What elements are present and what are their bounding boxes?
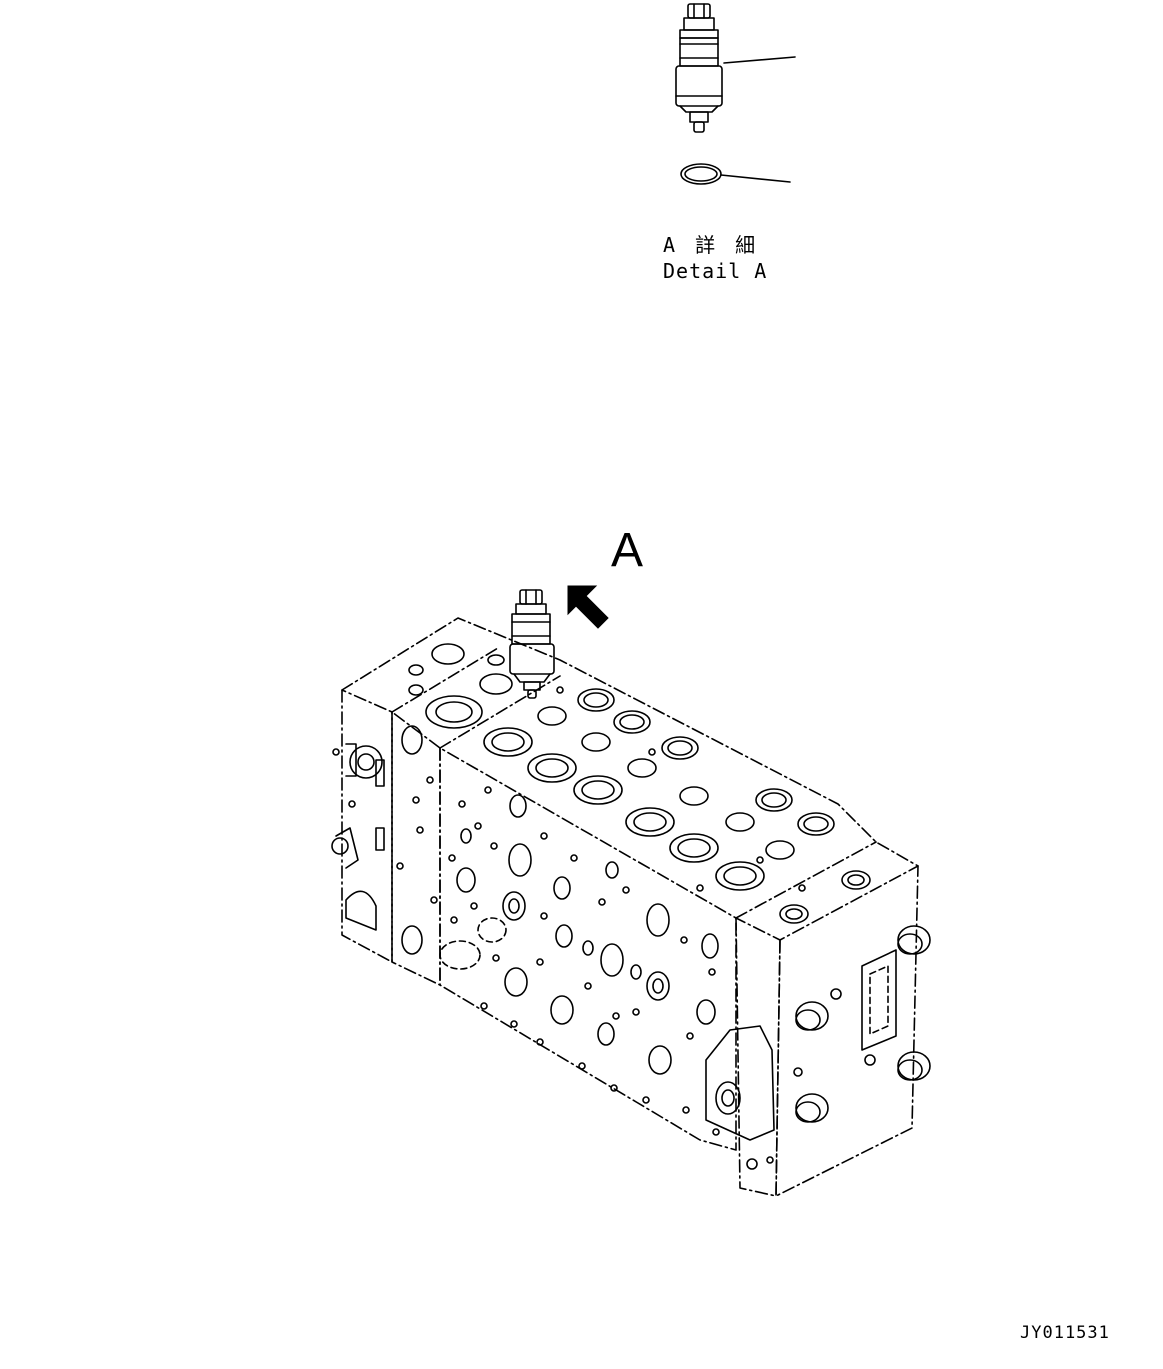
detail-a-o-ring: [680, 163, 791, 185]
view-arrow-icon: [567, 585, 609, 629]
front-face-small-holes: [448, 786, 716, 1114]
front-face-ports: [439, 786, 719, 1114]
top-ports: [408, 643, 871, 924]
view-letter-a: A: [611, 524, 643, 577]
drawing-number: JY011531: [1020, 1323, 1110, 1343]
mounted-valve-cartridge: [509, 589, 555, 699]
left-end-features: [331, 725, 438, 955]
detail-a-valve-cartridge: [675, 3, 796, 133]
control-valve-block: [331, 589, 931, 1197]
right-end-features: [705, 925, 931, 1170]
detail-caption-japanese: A 詳 細: [663, 233, 759, 257]
detail-caption-english: Detail A: [663, 259, 767, 283]
